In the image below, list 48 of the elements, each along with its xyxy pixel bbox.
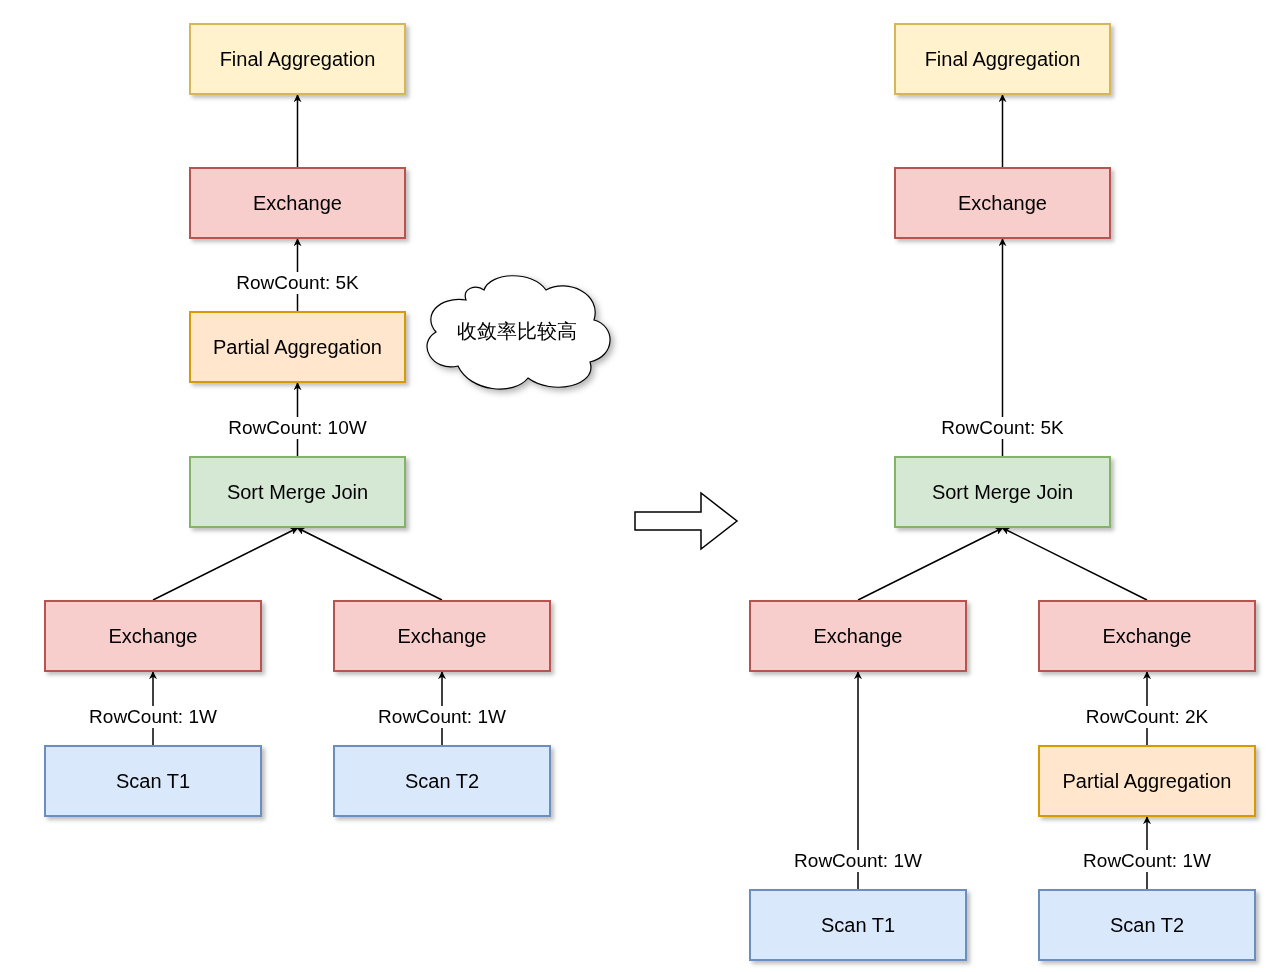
edge-label: RowCount: 10W — [226, 417, 369, 439]
arrow — [296, 527, 443, 601]
node-label: Exchange — [958, 191, 1047, 215]
edge-label: RowCount: 1W — [792, 850, 924, 872]
node-label: Final Aggregation — [219, 47, 376, 71]
join-box — [189, 456, 406, 528]
node-label: Final Aggregation — [924, 47, 1081, 71]
node-label: Exchange — [253, 191, 342, 215]
scan-box — [1038, 889, 1256, 961]
edge-label: RowCount: 1W — [376, 706, 508, 728]
join-box — [894, 456, 1111, 528]
node-label: Partial Aggregation — [213, 335, 382, 359]
arrow — [857, 527, 1004, 601]
node-label: Scan T2 — [1109, 913, 1185, 937]
arrow — [152, 527, 299, 601]
edge-label: RowCount: 5K — [939, 417, 1066, 439]
exchange-box — [333, 600, 551, 672]
edge-label: RowCount: 1W — [1081, 850, 1213, 872]
edge-label: RowCount: 1W — [87, 706, 219, 728]
node-label: Partial Aggregation — [1062, 769, 1232, 793]
arrow — [854, 671, 862, 890]
node-label: Sort Merge Join — [226, 480, 369, 504]
exchange-box — [44, 600, 262, 672]
exchange-box — [1038, 600, 1256, 672]
node-label: Scan T2 — [404, 769, 480, 793]
arrow — [293, 94, 302, 168]
node-label: Exchange — [108, 624, 198, 648]
aggregation-box — [1038, 745, 1256, 817]
node-label: Exchange — [813, 624, 903, 648]
scan-box — [44, 745, 262, 817]
aggregation-box — [189, 23, 406, 95]
arrow — [998, 94, 1007, 168]
exchange-box — [189, 167, 406, 239]
aggregation-box — [894, 23, 1111, 95]
edge-label: RowCount: 5K — [234, 272, 361, 294]
scan-box — [749, 889, 967, 961]
exchange-box — [749, 600, 967, 672]
exchange-box — [894, 167, 1111, 239]
node-label: Scan T1 — [820, 913, 896, 937]
node-label: Exchange — [397, 624, 487, 648]
arrow — [1001, 527, 1148, 601]
aggregation-box — [189, 311, 406, 383]
node-label: Exchange — [1102, 624, 1192, 648]
node-label: Sort Merge Join — [931, 480, 1074, 504]
node-label: Scan T1 — [115, 769, 191, 793]
scan-box — [333, 745, 551, 817]
arrow — [998, 238, 1007, 457]
node-label: 收敛率比较高 — [456, 319, 577, 344]
